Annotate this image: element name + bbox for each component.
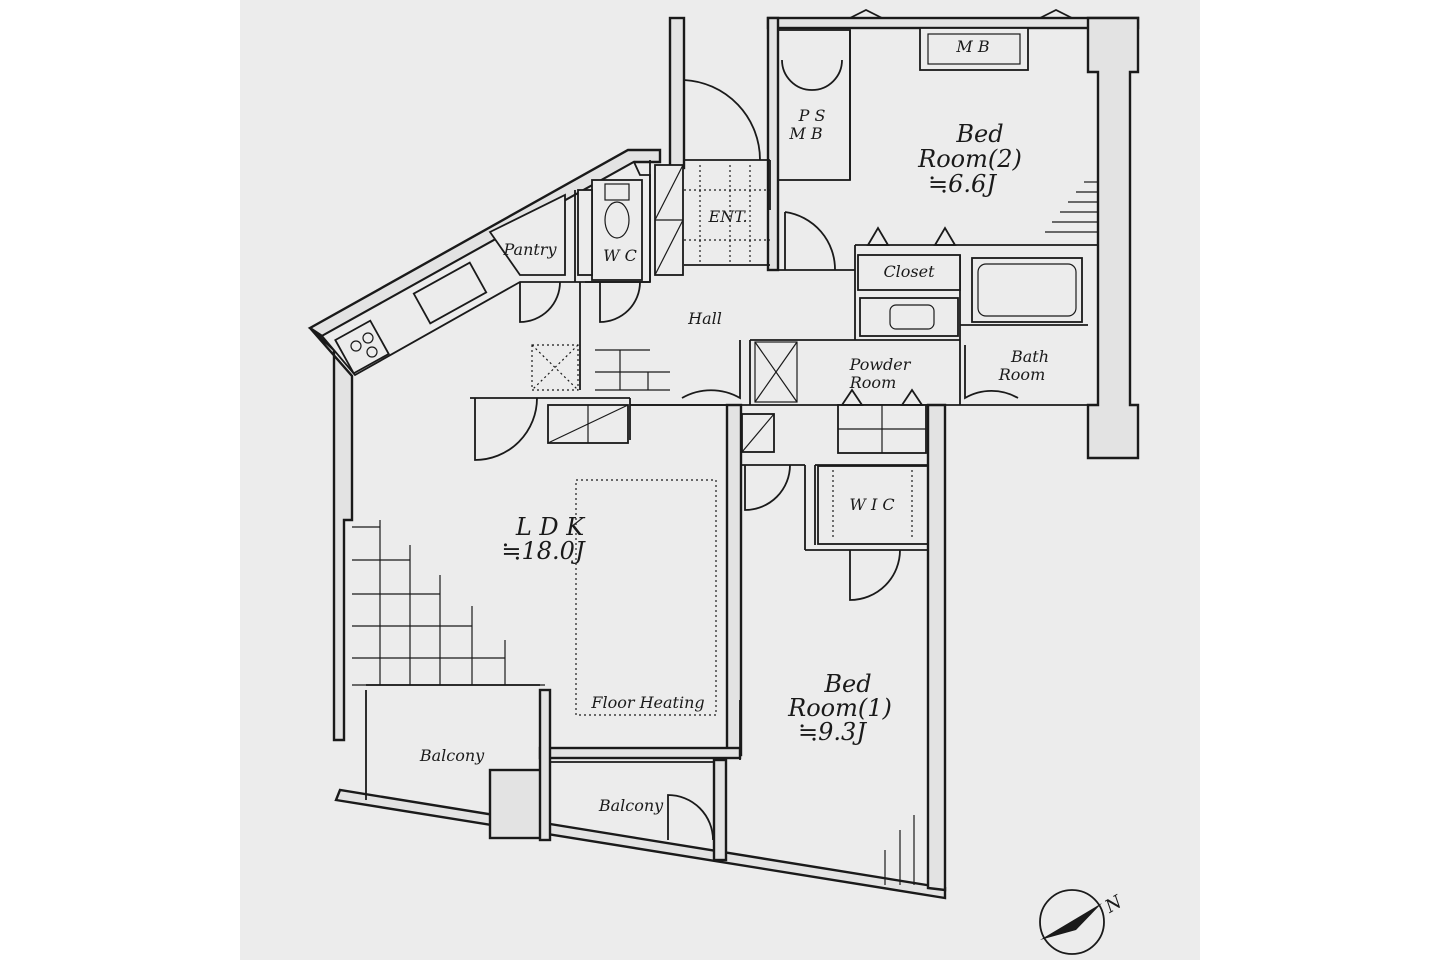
mb-label: M B xyxy=(955,37,989,56)
floor-heating-label: Floor Heating xyxy=(590,693,704,712)
bedroom1-area: ≒9.3J xyxy=(798,718,867,746)
pantry-label: Pantry xyxy=(502,240,557,259)
stove xyxy=(334,319,390,375)
kitchen-sink xyxy=(412,261,488,325)
bathtub xyxy=(971,257,1083,323)
bedroom2-label-line1: Bed xyxy=(955,120,1003,148)
powder-room-label-line2: Room xyxy=(849,373,896,392)
ldk-tile-pattern xyxy=(352,520,545,686)
bath-room-label-line2: Room xyxy=(998,365,1045,384)
wc-label: W C xyxy=(603,246,637,265)
bedroom2-area: ≒6.6J xyxy=(928,170,997,198)
closet-label: Closet xyxy=(883,262,935,281)
ldk-label: L D K xyxy=(515,513,586,541)
compass-ring xyxy=(1039,889,1105,955)
entrance-label: ENT. xyxy=(707,207,747,226)
entrance-door xyxy=(683,79,761,161)
floor-heating-area xyxy=(575,479,717,716)
ps-mb-label-line1: P S xyxy=(798,106,826,125)
bedroom2-label-line2: Room(2) xyxy=(917,145,1022,173)
bath-room-label-line1: Bath xyxy=(1010,347,1049,366)
balcony-right-label: Balcony xyxy=(598,796,664,815)
exterior-walls xyxy=(307,16,1140,900)
wic-label: W I C xyxy=(849,495,894,514)
bedroom1-label-line2: Room(1) xyxy=(787,694,892,722)
bedroom1-label-line1: Bed xyxy=(823,670,871,698)
ldk-area: ≒18.0J xyxy=(501,537,586,565)
room-labels: Bed Room(2) ≒6.6J P S M B M B ENT. Pantr… xyxy=(419,37,1049,815)
doors xyxy=(474,79,1019,841)
ps-mb-label-line2: M B xyxy=(788,124,822,143)
fixtures xyxy=(334,8,1098,885)
toilet-bowl xyxy=(604,201,630,239)
hall-label: Hall xyxy=(687,309,722,328)
powder-room-label-line1: Powder xyxy=(849,355,912,374)
balcony-left-label: Balcony xyxy=(419,746,485,765)
